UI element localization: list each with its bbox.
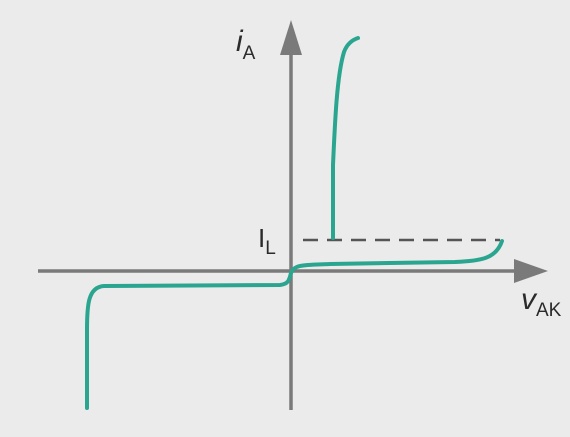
x-axis-arrowhead: [514, 259, 548, 283]
axes: [38, 20, 548, 410]
reverse-blocking-curve: [85, 271, 293, 410]
forward-blocking-curve: [289, 239, 504, 275]
on-state-conduction-curve: [331, 36, 360, 240]
latching-current-label: IL: [258, 223, 276, 259]
iv-characteristic-curves: [85, 36, 504, 410]
x-axis-label: vAK: [521, 283, 562, 321]
y-axis-arrowhead: [280, 20, 302, 55]
y-axis-label: iA: [236, 25, 256, 64]
